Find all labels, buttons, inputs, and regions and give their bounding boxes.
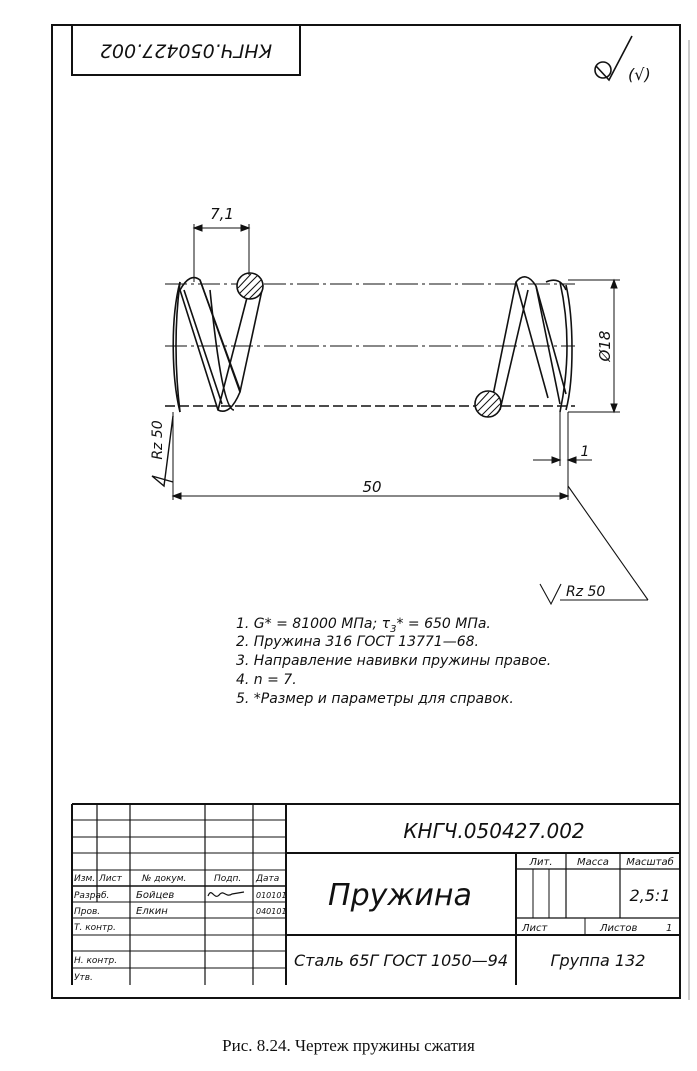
material: Сталь 65Г ГОСТ 1050—94 (294, 951, 508, 970)
sheets-count: 1 (666, 923, 672, 934)
center-lines (165, 283, 575, 347)
signature-icon (207, 891, 245, 897)
label-sheet: Лист (521, 923, 549, 934)
designation: КНГЧ.050427.002 (403, 819, 584, 843)
roughness-corner-text: (√) (628, 65, 651, 84)
pitch-dimension (192, 224, 251, 282)
part-name: Пружина (328, 878, 472, 913)
gap-dimension (533, 412, 592, 466)
label-sheets: Листов (599, 923, 637, 934)
col-sign: Подп. (214, 874, 241, 884)
row-t-kontr: Т. контр. (74, 923, 116, 933)
col-izm: Изм. (74, 874, 95, 884)
diameter-value: Ø18 (596, 331, 614, 363)
label-mass: Масса (577, 857, 609, 868)
roughness-corner-icon: (√) (594, 35, 651, 84)
figure-caption: Рис. 8.24. Чертеж пружины сжатия (222, 1036, 475, 1055)
pitch-value: 7,1 (210, 205, 234, 223)
spring-right-coils (489, 276, 573, 413)
col-doc: № докум. (141, 874, 186, 884)
scale-value: 2,5:1 (629, 886, 670, 905)
roughness-left-icon (151, 415, 174, 488)
row-prov: Пров. (74, 907, 100, 917)
title-block (71, 803, 680, 985)
technical-notes: 1. G* = 81000 МПа; τ3* = 650 МПа. 2. Пру… (236, 616, 551, 707)
note-1: 1. G* = 81000 МПа; τ3* = 650 МПа. (236, 616, 491, 635)
reversed-stamp-text: КНГЧ.050427.002 (100, 40, 272, 62)
gap-value: 1 (581, 444, 590, 460)
note-3: 3. Направление навивки пружины правое. (236, 653, 551, 669)
spring-left-coils (172, 276, 263, 413)
roughness-left-text: Rz 50 (150, 420, 166, 459)
reversed-stamp: КНГЧ.050427.002 (71, 24, 301, 76)
length-value: 50 (362, 478, 381, 496)
label-scale: Масштаб (626, 856, 674, 868)
wire-section-left (236, 272, 264, 300)
length-dimension (171, 412, 570, 500)
note-2: 2. Пружина 316 ГОСТ 13771—68. (236, 634, 479, 650)
row-n-kontr: Н. контр. (74, 956, 117, 966)
roughness-right-text: Rz 50 (566, 584, 605, 600)
wire-section-right (474, 390, 502, 418)
note-4: 4. n = 7. (236, 672, 297, 688)
row-razrab: Разраб. (74, 891, 109, 901)
row-utv: Утв. (74, 973, 93, 983)
roughness-right-leader (539, 485, 649, 606)
razrab-date: 010101 (256, 891, 287, 900)
label-lit: Лит. (528, 857, 552, 868)
group: Группа 132 (551, 951, 646, 970)
drawing-frame (51, 24, 681, 999)
prov-date: 040101 (256, 907, 287, 916)
diameter-dimension (568, 278, 620, 414)
note-5: 5. *Размер и параметры для справок. (236, 691, 514, 707)
col-list: Лист (98, 874, 123, 884)
prov-name: Елкин (136, 906, 168, 917)
technical-drawing: КНГЧ.050427.002 (√) (51, 24, 690, 1000)
col-date: Дата (255, 874, 279, 884)
razrab-name: Бойцев (136, 890, 174, 901)
